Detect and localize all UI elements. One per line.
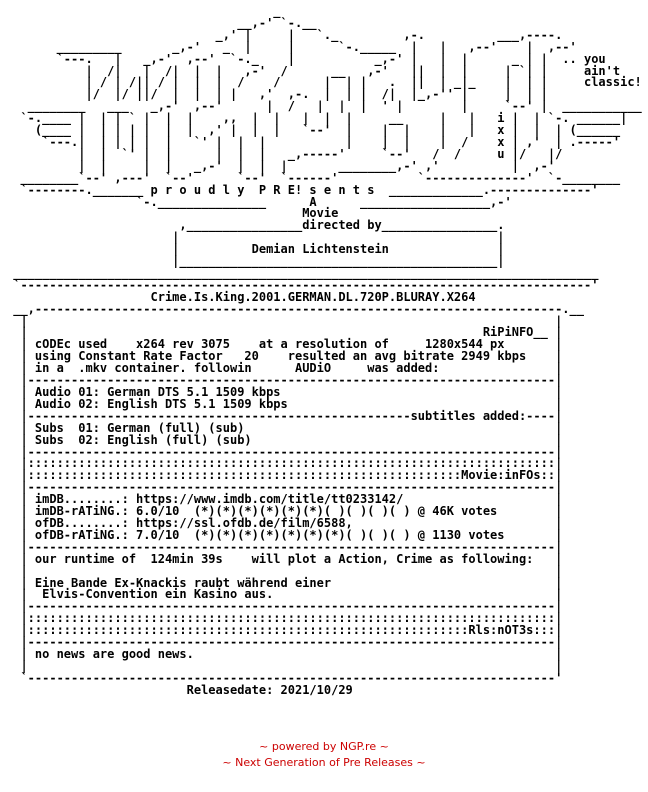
release-info-box: __,-------------------------------------… [13,301,584,697]
ascii-art-logo: _ __,-' `-.__ _,' | | `._ ,-. ___,----. … [13,4,642,292]
release-name: Crime.Is.King.2001.GERMAN.DL.720P.BLURAY… [6,289,476,304]
footer-tagline: ~ Next Generation of Pre Releases ~ [222,756,426,769]
footer-powered-by: ~ powered by NGP.re ~ [259,740,389,753]
nfo-text-block: _ __,-' `-.__ _,' | | `._ ,-. ___,----. … [6,4,642,697]
